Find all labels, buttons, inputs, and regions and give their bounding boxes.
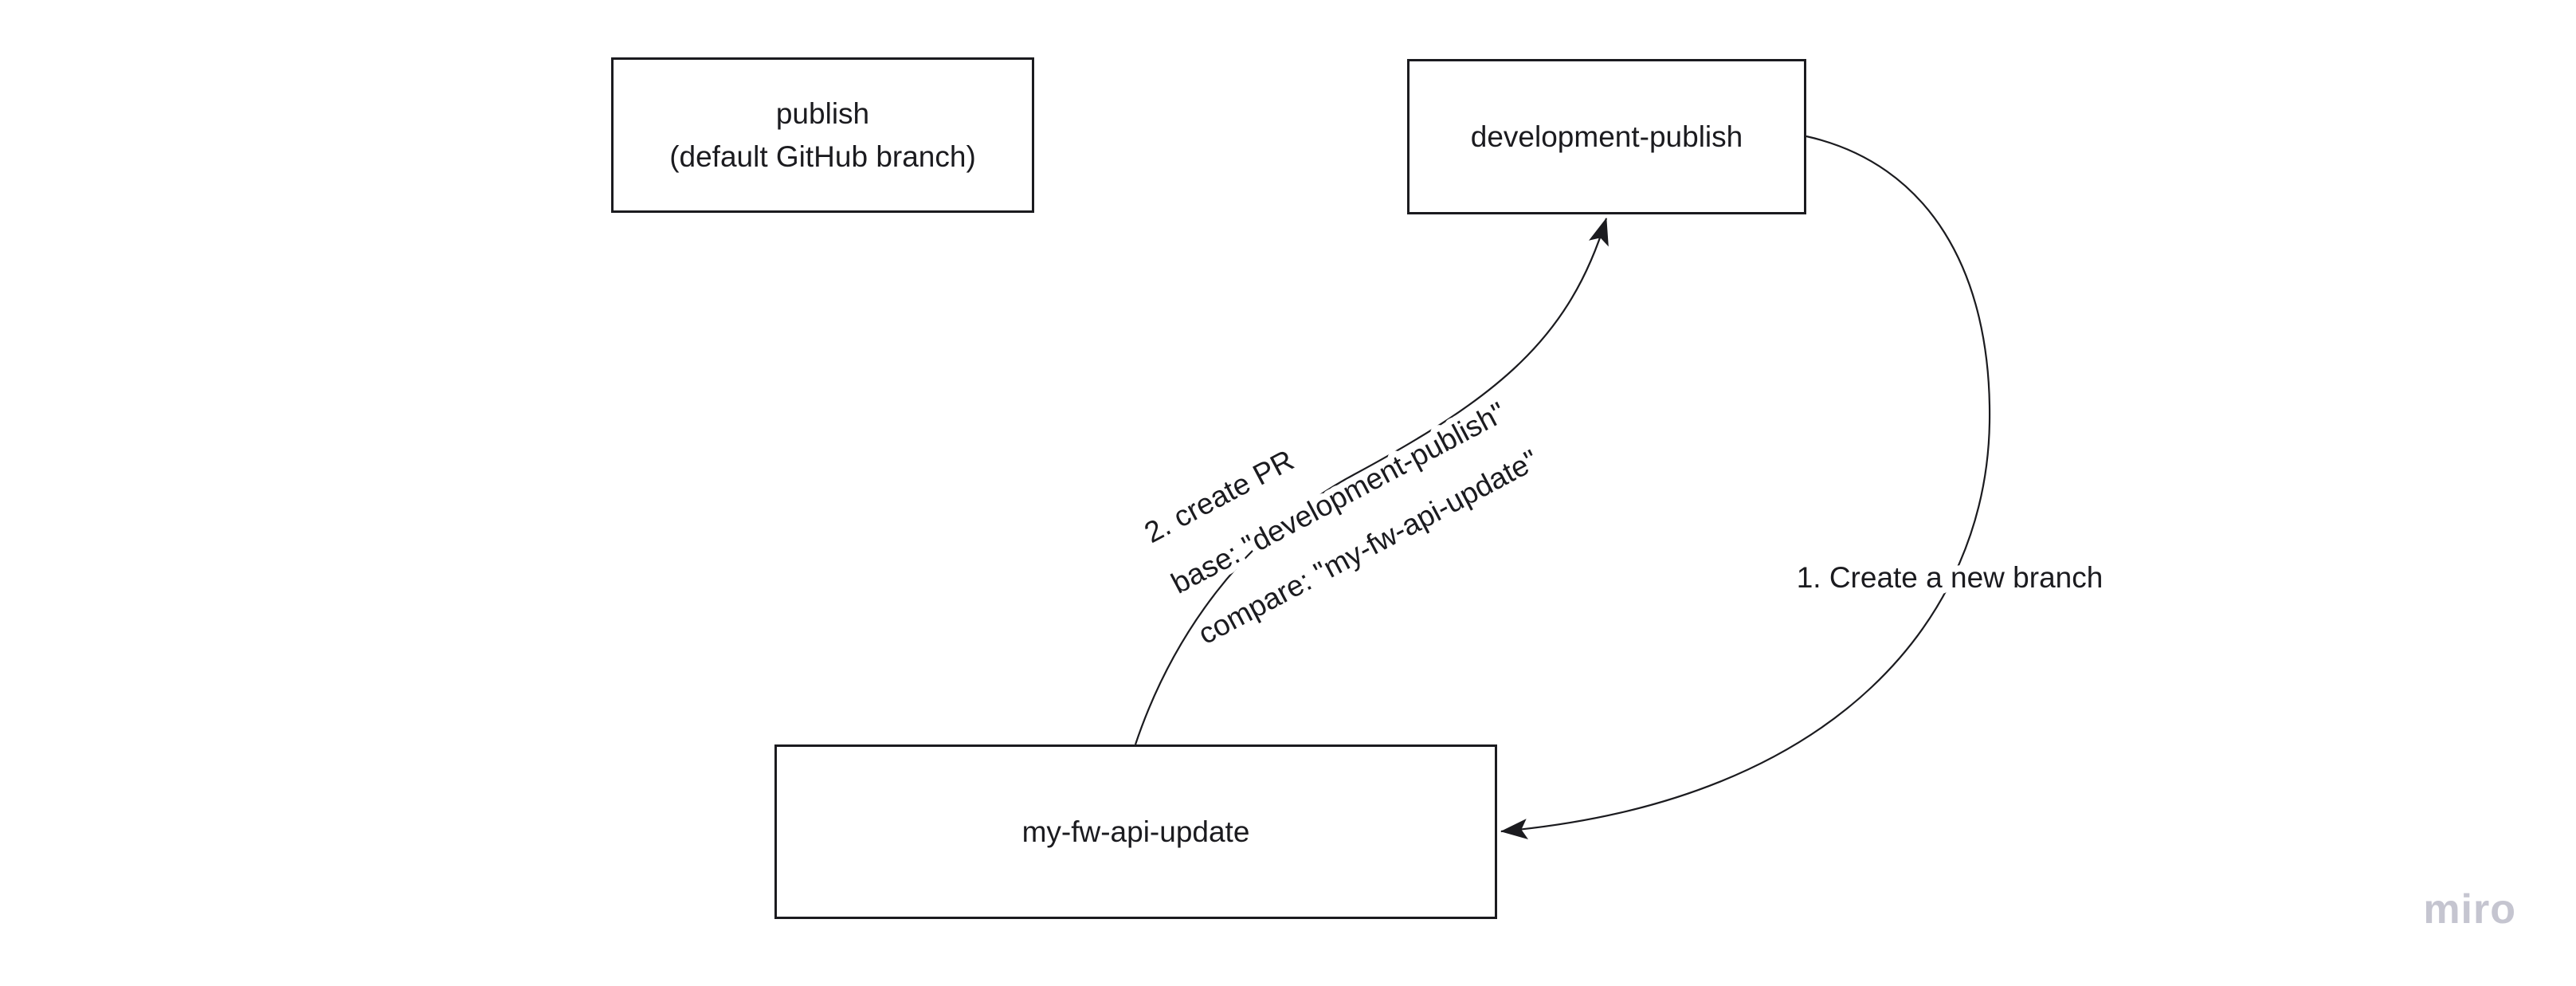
shape-development-publish-label: development-publish [1470,120,1743,153]
shape-my-fw-api-update-label: my-fw-api-update [1021,815,1250,848]
shape-development-publish[interactable]: development-publish [1407,59,1806,214]
shape-my-fw-api-update[interactable]: my-fw-api-update [774,744,1497,919]
shape-publish[interactable]: publish (default GitHub branch) [611,57,1034,213]
connector-label-create-branch[interactable]: 1. Create a new branch [1790,555,2110,600]
shape-publish-label-line-1: publish [775,96,870,130]
shape-publish-label-line-2: (default GitHub branch) [669,139,976,173]
miro-logo: miro [2423,886,2516,933]
connector-create-branch[interactable] [1500,135,1991,839]
connector-create-pr[interactable] [1134,218,1609,745]
connector-label-create-pr[interactable]: 2. create PR base: "development-publish"… [1133,342,1551,657]
